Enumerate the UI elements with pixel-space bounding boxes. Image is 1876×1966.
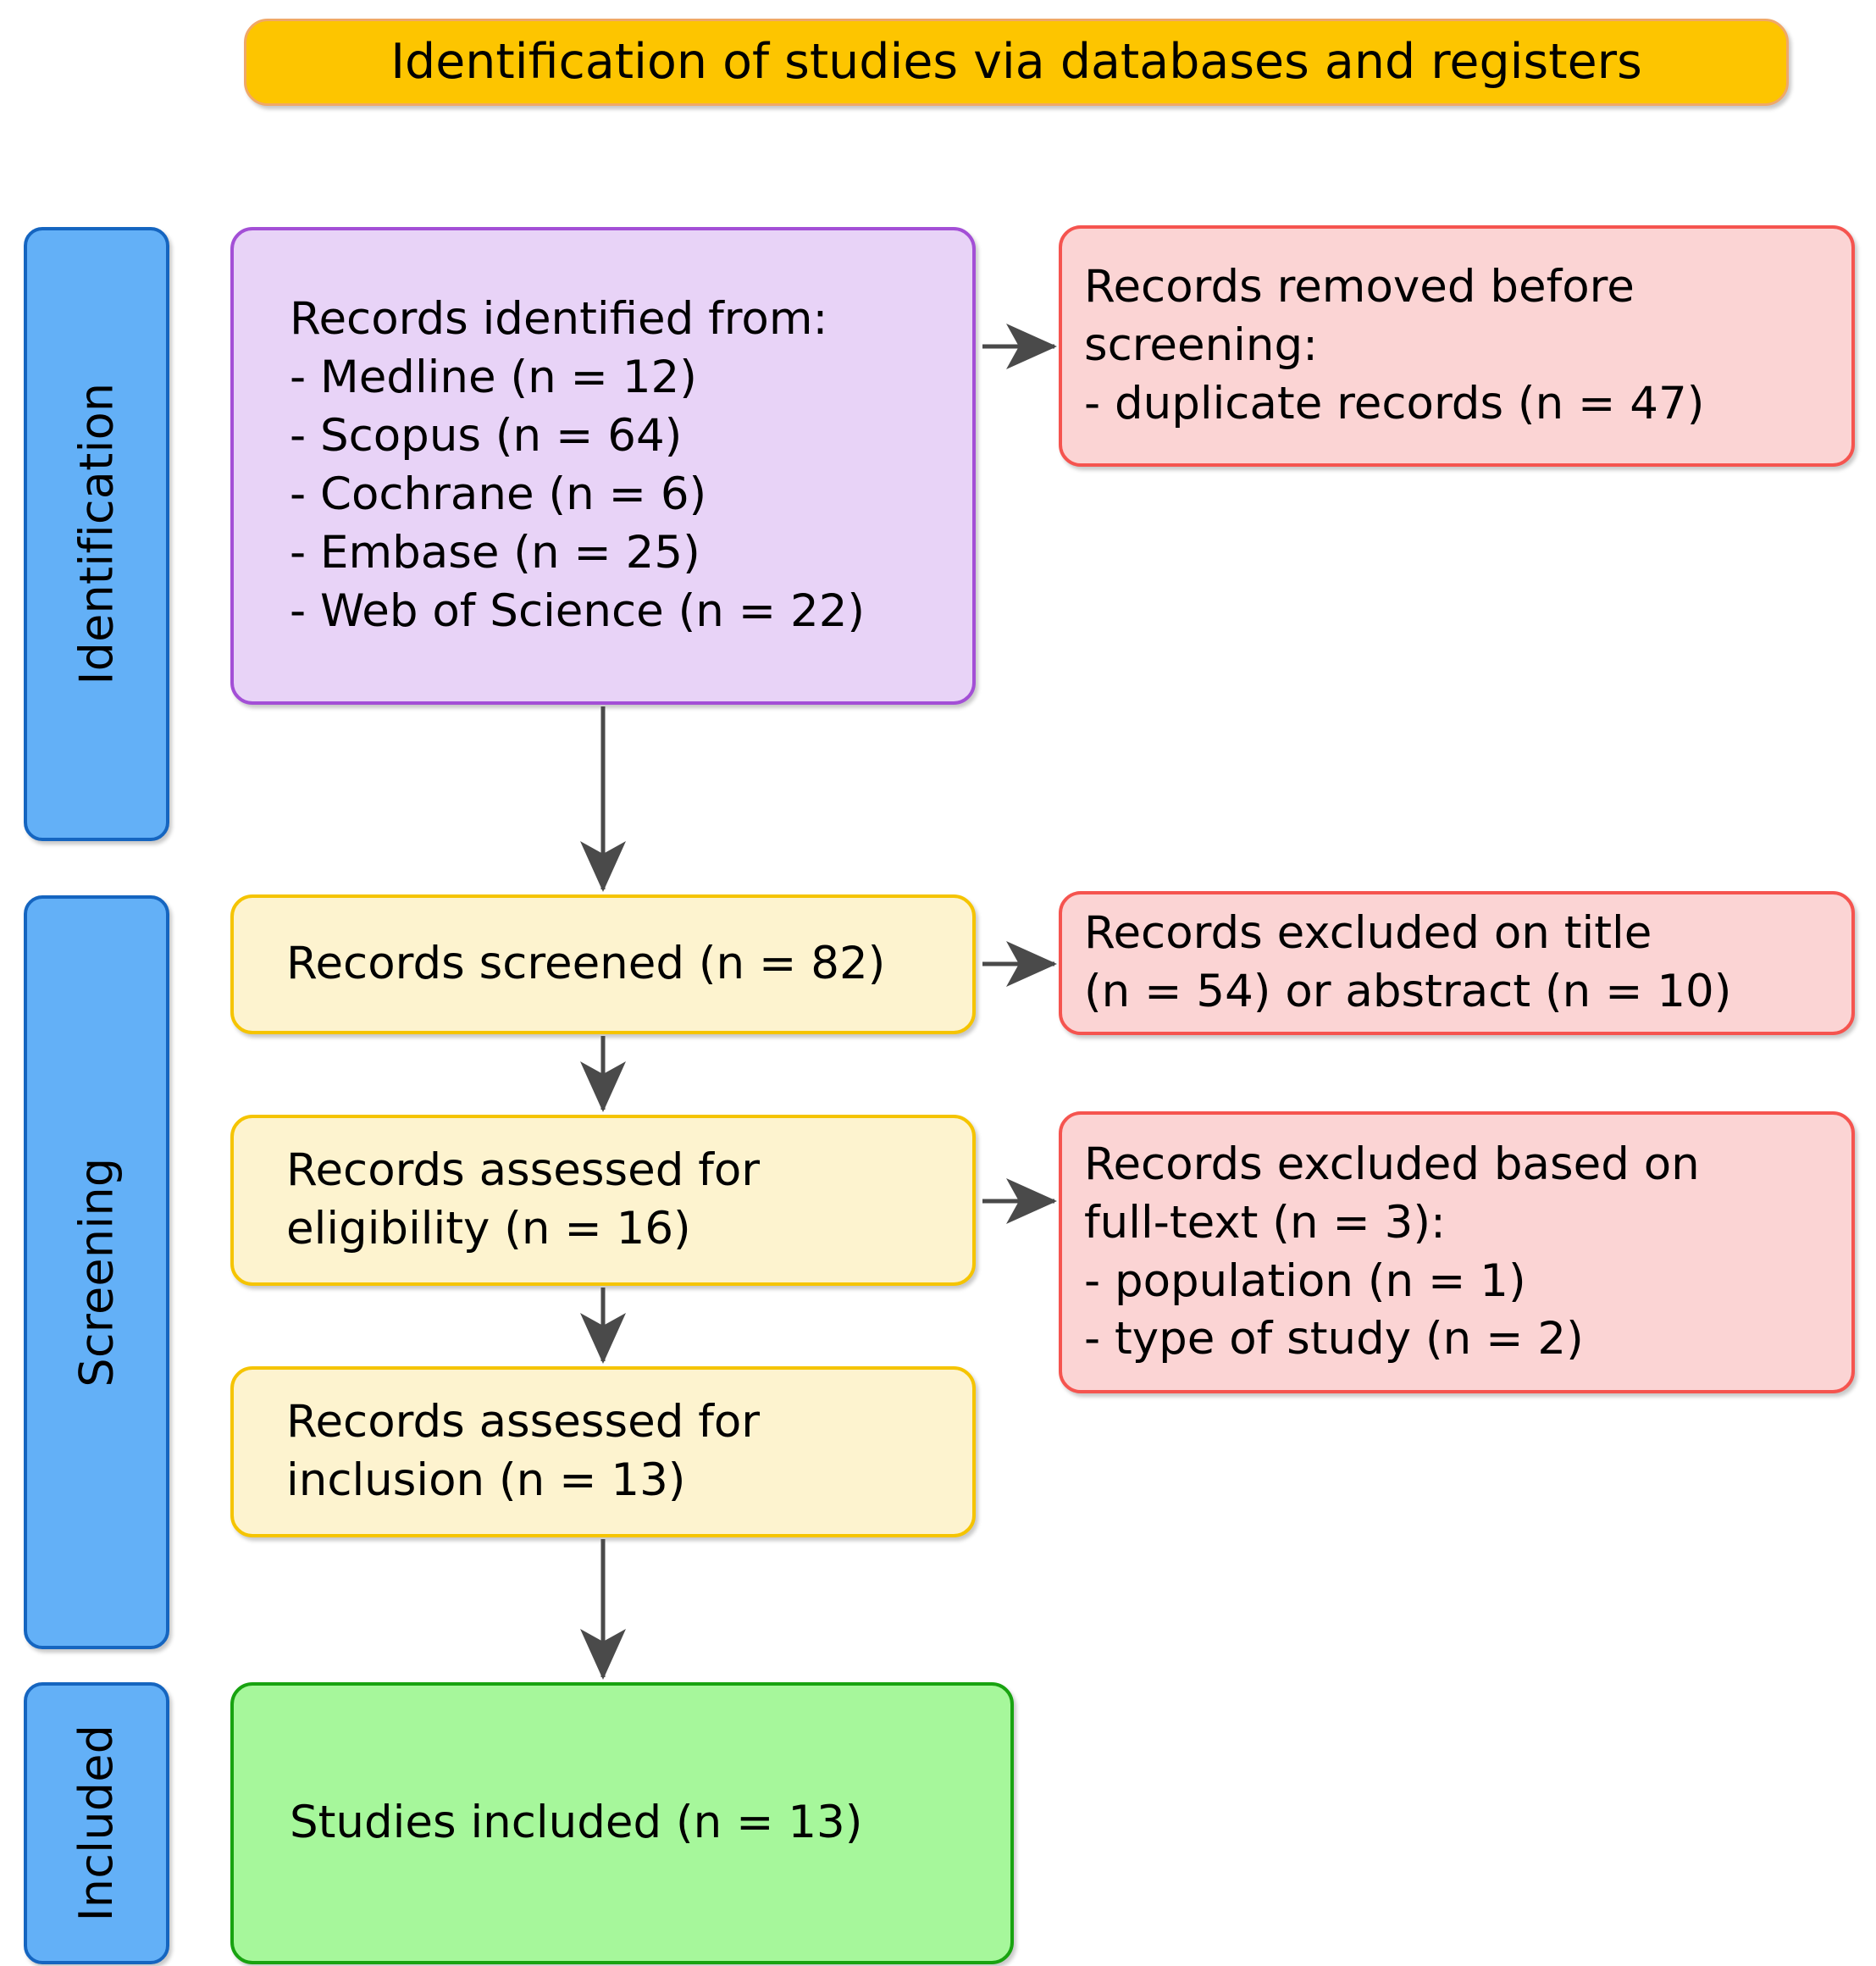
stage-sidebar-included: Included (24, 1682, 169, 1964)
box-studies-included: Studies included (n = 13) (230, 1682, 1014, 1964)
box-records-assessed-eligibility-text: Records assessed for eligibility (n = 16… (286, 1144, 761, 1254)
box-records-excluded-full-text: Records excluded based on full-text (n =… (1059, 1111, 1855, 1393)
stage-sidebar-screening: Screening (24, 895, 169, 1649)
box-records-assessed-eligibility: Records assessed for eligibility (n = 16… (230, 1115, 976, 1286)
box-records-excluded-title-abstract: Records excluded on title (n = 54) or ab… (1059, 891, 1855, 1035)
box-records-removed-before-screening: Records removed before screening: - dupl… (1059, 225, 1855, 467)
box-records-screened: Records screened (n = 82) (230, 894, 976, 1034)
stage-label-identification: Identification (69, 383, 123, 685)
stage-label-screening: Screening (69, 1157, 123, 1387)
box-records-identified: Records identified from: - Medline (n = … (230, 227, 976, 705)
stage-label-included: Included (69, 1725, 123, 1922)
diagram-title-banner: Identification of studies via databases … (244, 19, 1789, 106)
box-records-assessed-inclusion-text: Records assessed for inclusion (n = 13) (286, 1396, 761, 1506)
box-records-screened-text: Records screened (n = 82) (286, 938, 886, 990)
box-records-excluded-title-abstract-text: Records excluded on title (n = 54) or ab… (1084, 907, 1732, 1017)
diagram-title-text: Identification of studies via databases … (390, 34, 1642, 91)
box-records-identified-text: Records identified from: - Medline (n = … (290, 293, 866, 637)
stage-sidebar-identification: Identification (24, 227, 169, 841)
box-studies-included-text: Studies included (n = 13) (290, 1797, 863, 1849)
box-records-assessed-inclusion: Records assessed for inclusion (n = 13) (230, 1366, 976, 1537)
box-records-excluded-full-text-text: Records excluded based on full-text (n =… (1084, 1138, 1700, 1365)
box-records-removed-text: Records removed before screening: - dupl… (1084, 261, 1705, 429)
